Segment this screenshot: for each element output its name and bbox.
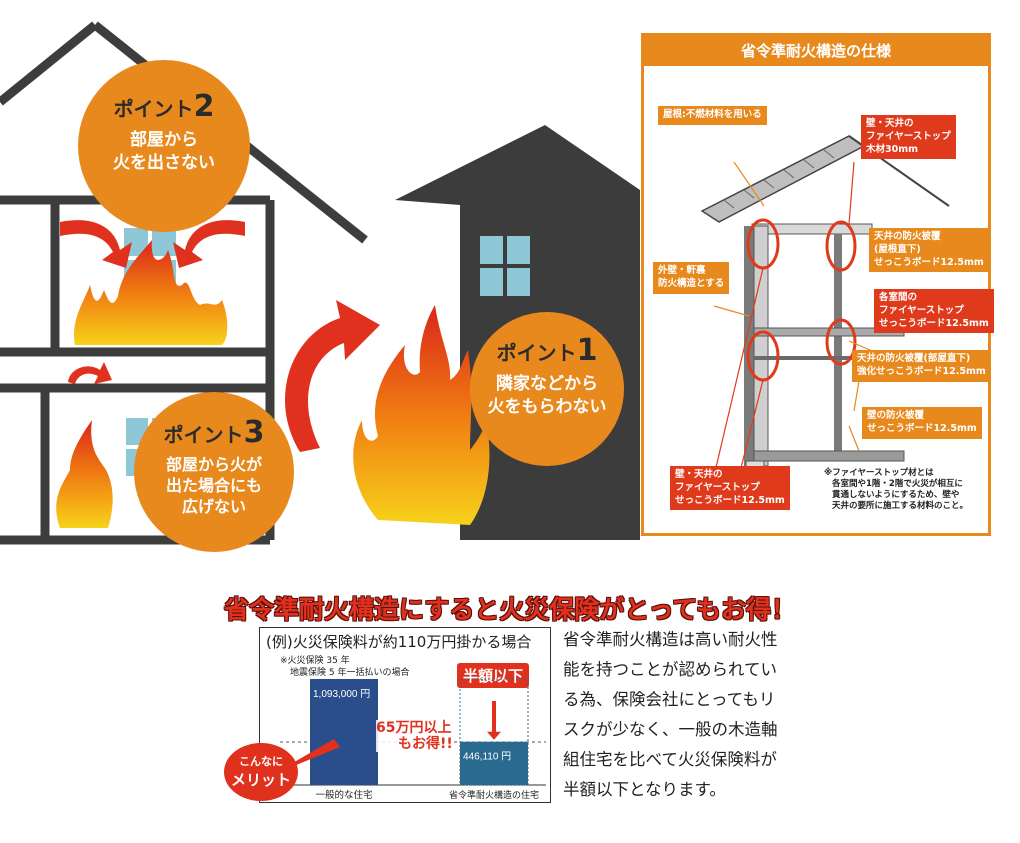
- label-fs-board: 壁・天井の ファイヤーストップ せっこうボード12.5mm: [670, 466, 790, 511]
- point-1-head: ポイント: [496, 341, 577, 365]
- point-2-number: 2: [193, 89, 215, 124]
- chart-category-label-1: 一般的な住宅: [315, 789, 372, 801]
- explanation-text: 省令準耐火構造は高い耐火性 能を持つことが認められてい る為、保険会社にとっても…: [563, 625, 803, 805]
- label-outer-wall-a: 外壁・軒裏: [658, 265, 706, 276]
- label-fs-rooms-a: 各室間の: [879, 292, 918, 303]
- label-fs-wood-1: 壁・天井の: [866, 118, 914, 129]
- big-curved-arrow-icon: [285, 300, 380, 452]
- point-2-circle: ポイント2 部屋から 火を出さない: [78, 60, 250, 232]
- label-outer-wall: 外壁・軒裏 防火構造とする: [653, 262, 730, 294]
- example-note-2: 地震保険 5 年一括払いの場合: [290, 668, 410, 678]
- label-fs-rooms-c: せっこうボード12.5mm: [879, 317, 989, 329]
- explanation-line-6: 半額以下となります。: [563, 780, 726, 799]
- chart-bar-1: [310, 679, 378, 785]
- label-ceiling-1-a: 天井の防火被覆: [874, 231, 941, 242]
- arrow-right-curve-icon: [173, 220, 245, 268]
- label-fs-rooms: 各室間の ファイヤーストップ せっこうボード12.5mm: [874, 289, 994, 334]
- section-diagram: [700, 135, 950, 502]
- spec-note-3: 貫通しないようにするため、壁や: [832, 490, 960, 501]
- example-note-1: ※火災保険 35 年: [280, 656, 350, 666]
- label-wall-b: せっこうボード12.5mm: [867, 422, 977, 434]
- point-2-head: ポイント: [113, 97, 194, 121]
- upper-room-fire-icon: [73, 240, 228, 345]
- example-box: (例)火災保険料が約110万円掛かる場合 ※火災保険 35 年 地震保険 5 年…: [259, 627, 551, 803]
- spec-title: 省令準耐火構造の仕様: [644, 36, 988, 66]
- label-fs-wood-3: 木材30mm: [866, 143, 919, 155]
- lower-room-fire-icon: [56, 420, 113, 528]
- point-3-head: ポイント: [163, 423, 244, 447]
- savings-line-2: もお得!!: [398, 736, 453, 753]
- label-fs-board-a: 壁・天井の: [675, 469, 723, 480]
- point-2-line-2: 火を出さない: [113, 152, 215, 173]
- point-3-circle: ポイント3 部屋から火が 出た場合にも 広げない: [134, 392, 294, 552]
- example-title: (例)火災保険料が約110万円掛かる場合: [266, 633, 532, 651]
- label-fs-board-b: ファイヤーストップ: [675, 481, 760, 493]
- spec-note: ※ファイヤーストップ材とは 各室間や1階・2階で火災が相互に 貫通しないようにす…: [824, 468, 989, 512]
- chart-value-label-1: 1,093,000 円: [313, 689, 370, 700]
- label-fs-board-c: せっこうボード12.5mm: [675, 494, 785, 506]
- explanation-line-5: 組住宅を比べて火災保険料が: [563, 750, 777, 769]
- merit-line-2: メリット: [230, 771, 291, 789]
- spec-note-2: 各室間や1階・2階で火災が相互に: [832, 479, 963, 490]
- explanation-line-2: 能を持つことが認められてい: [563, 660, 778, 679]
- label-ceiling-1-b: (屋根直下): [874, 243, 921, 255]
- point-3-line-2: 出た場合にも: [165, 475, 262, 495]
- label-ceiling-2-b: 強化せっこうボード12.5mm: [857, 365, 986, 377]
- spec-note-1: ※ファイヤーストップ材とは: [824, 468, 934, 478]
- label-wall-a: 壁の防火被覆: [867, 410, 925, 421]
- central-fire-icon: [353, 305, 490, 525]
- point-2-line-1: 部屋から: [130, 130, 198, 150]
- left-house-outline: [0, 21, 368, 545]
- chart-value-label-2: 446,110 円: [463, 752, 511, 763]
- down-arrow-icon: [487, 701, 501, 740]
- label-ceiling-2-a: 天井の防火被覆(部屋直下): [857, 353, 971, 364]
- point-3-number: 3: [243, 415, 265, 450]
- point-1-line-1: 隣家などから: [496, 374, 598, 394]
- house-illustration: [0, 21, 640, 545]
- label-fs-rooms-b: ファイヤーストップ: [879, 304, 964, 316]
- spec-note-4: 天井の要所に施工する材料のこと。: [832, 501, 969, 512]
- premium-chart: 1,093,000 円 446,110 円 一般的な住宅 省令準耐火構造の住宅: [280, 678, 546, 801]
- savings-line-1: 65万円以上: [376, 720, 452, 736]
- label-ceiling-2: 天井の防火被覆(部屋直下) 強化せっこうボード12.5mm: [852, 350, 991, 382]
- label-roof: 屋根:不燃材料を用いる: [658, 106, 767, 125]
- label-outer-wall-b: 防火構造とする: [658, 277, 725, 289]
- headline-banner: 省令準耐火構造にすると火災保険がとってもお得！: [223, 595, 796, 624]
- savings-text: 65万円以上 もお得!!: [376, 720, 453, 753]
- explanation-line-1: 省令準耐火構造は高い耐火性: [563, 630, 778, 649]
- explanation-line-3: る為、保険会社にとってもリ: [563, 690, 776, 709]
- label-fs-wood-2: ファイヤーストップ: [866, 130, 951, 142]
- label-ceiling-1: 天井の防火被覆 (屋根直下) せっこうボード12.5mm: [869, 228, 989, 273]
- arrow-left-curve-icon: [60, 220, 132, 268]
- label-wall: 壁の防火被覆 せっこうボード12.5mm: [862, 407, 982, 439]
- point-1-number: 1: [576, 333, 598, 368]
- point-1-line-2: 火をもらわない: [487, 396, 607, 417]
- merit-badge: こんなに メリット: [224, 743, 298, 801]
- point-3-line-3: 広げない: [181, 496, 246, 516]
- point-1-circle: ポイント1 隣家などから 火をもらわない: [470, 312, 624, 466]
- merit-line-1: こんなに: [239, 755, 283, 768]
- label-fs-wood: 壁・天井の ファイヤーストップ 木材30mm: [861, 115, 956, 160]
- half-badge: 半額以下: [457, 663, 530, 688]
- point-3-line-1: 部屋から火が: [165, 455, 262, 474]
- arrow-small-curve-icon: [68, 362, 112, 384]
- chart-category-label-2: 省令準耐火構造の住宅: [449, 789, 539, 801]
- explanation-line-4: スクが少なく、一般の木造軸: [563, 720, 778, 739]
- label-ceiling-1-c: せっこうボード12.5mm: [874, 256, 984, 268]
- neighbor-house-window: [480, 236, 530, 296]
- chart-bar-2: [460, 741, 528, 785]
- spec-panel: 省令準耐火構造の仕様: [641, 33, 994, 536]
